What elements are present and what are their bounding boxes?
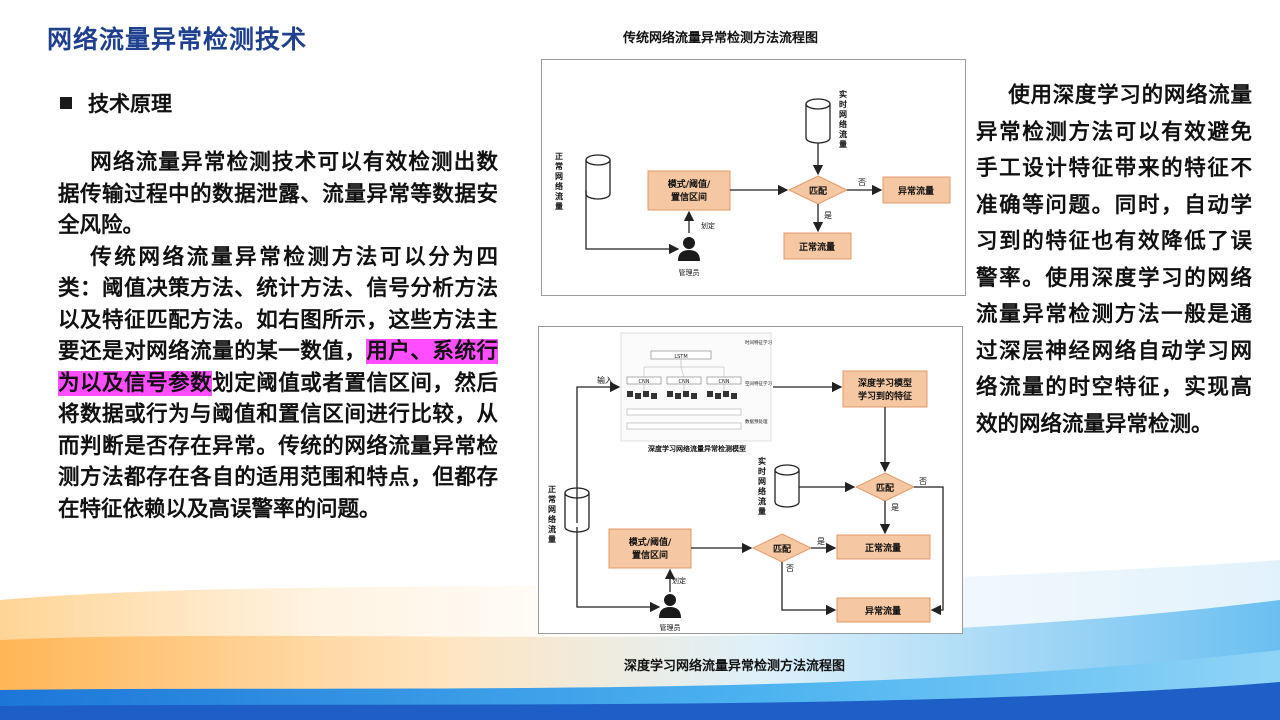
fig2-no-upper-label: 否 (919, 477, 927, 486)
fig2-admin-label: 管理员 (660, 623, 681, 632)
dl-cnn-label-1: CNN (639, 379, 650, 385)
fig2-admin-person-icon (659, 594, 681, 618)
fig2-model-box (608, 528, 692, 569)
fig2-normal-db-label-1: 正 (548, 485, 556, 494)
fig1-normal-db-label-3: 网 (555, 172, 563, 181)
figure2-panel: LSTM CNN CNN CNN 时间特征学习 (538, 326, 963, 634)
normal-traffic-database-icon (585, 154, 611, 200)
fig2-realtime-db-label-3: 网 (758, 477, 766, 486)
paragraph-1: 网络流量异常检测技术可以有效检测出数据传输过程中的数据泄露、流量异常等数据安全风… (58, 150, 498, 238)
right-body-text: 使用深度学习的网络流量异常检测方法可以有效避免手工设计特征带来的特征不准确等问题… (976, 83, 1252, 437)
fig2-normal-db-label-2: 常 (548, 494, 556, 504)
fig2-realtime-db-label-6: 量 (758, 506, 766, 516)
fig2-match-upper-label: 匹配 (876, 483, 894, 494)
fig2-normal-db-label-3: 网 (548, 505, 556, 514)
fig1-realtime-db-label-2: 时 (839, 99, 847, 109)
figure1-panel: 正 常 网 络 流 量 实 时 网 络 流 量 模式/阈值/ 置信区间 匹配 异… (541, 59, 966, 296)
fig2-yes-upper-label: 是 (891, 503, 899, 512)
dl-model-caption: 深度学习网络流量异常检测模型 (648, 444, 746, 453)
fig1-normal-db-label-5: 流 (555, 191, 563, 201)
fig1-yes-label: 是 (824, 211, 832, 220)
fig1-no-label: 否 (858, 178, 866, 187)
dl-model-label-preprocess: 数据预处理 (745, 418, 768, 425)
fig1-model-box-line2: 置信区间 (671, 191, 707, 203)
fig1-model-box-line1: 模式/阈值/ (668, 178, 711, 190)
dl-model-label-spatial: 空间特征学习 (745, 380, 772, 387)
fig1-admin-label: 管理员 (679, 268, 700, 277)
fig2-abnormal-label: 异常流量 (865, 605, 901, 617)
fig2-realtime-db-label-5: 流 (758, 496, 766, 506)
fig2-define-label: 划定 (672, 576, 686, 585)
fig2-normal-db-label-4: 络 (548, 514, 556, 524)
fig2-model-box-line2: 置信区间 (632, 549, 668, 561)
figure2-caption: 深度学习网络流量异常检测方法流程图 (624, 659, 846, 674)
dl-lstm-label: LSTM (674, 354, 687, 360)
fig1-realtime-db-label-4: 络 (839, 119, 847, 129)
fig1-realtime-db-label-1: 实 (839, 89, 847, 99)
figure1-diagram: 正 常 网 络 流 量 实 时 网 络 流 量 模式/阈值/ 置信区间 匹配 异… (555, 89, 951, 277)
fig2-realtime-db-label-4: 络 (758, 486, 766, 496)
dl-model-figure: LSTM CNN CNN CNN 时间特征学习 (620, 332, 772, 442)
dl-model-label-temporal: 时间特征学习 (745, 339, 772, 346)
page-title: 网络流量异常检测技术 (47, 25, 308, 54)
paragraph-2: 传统网络流量异常检测方法可以分为四类：阈值决策方法、统计方法、信号分析方法以及特… (58, 242, 498, 526)
fig1-match-label: 匹配 (809, 186, 827, 197)
left-body-text: 网络流量异常检测技术可以有效检测出数据传输过程中的数据泄露、流量异常等数据安全风… (58, 147, 498, 525)
fig1-abnormal-label: 异常流量 (898, 185, 934, 197)
fig1-admin-person-icon (678, 237, 700, 261)
fig2-yes-lower-label: 是 (817, 537, 825, 546)
fig2-normal-label: 正常流量 (865, 542, 901, 554)
fig1-normal-label: 正常流量 (799, 241, 835, 253)
dl-cnn-label-3: CNN (719, 379, 730, 385)
fig1-realtime-db-label-5: 流 (839, 129, 847, 139)
fig2-model-box-line1: 模式/阈值/ (629, 536, 672, 548)
figure1-caption: 传统网络流量异常检测方法流程图 (623, 31, 819, 46)
fig2-input-label: 输入 (597, 375, 613, 385)
fig1-model-box (647, 170, 731, 211)
fig2-realtime-db-label-1: 实 (758, 456, 766, 466)
fig2-realtime-traffic-database-icon (774, 464, 800, 508)
fig2-dl-feature-line2: 学习到的特征 (858, 390, 912, 402)
figure2-diagram: LSTM CNN CNN CNN 时间特征学习 (548, 332, 944, 632)
dl-cnn-label-2: CNN (679, 379, 690, 385)
section-heading: 技术原理 (60, 88, 172, 118)
square-bullet-icon (60, 97, 72, 109)
fig2-no-lower-label: 否 (786, 564, 794, 573)
fig1-normal-db-label-1: 正 (555, 152, 563, 161)
fig2-normal-db-label-5: 流 (548, 524, 556, 534)
section-heading-label: 技术原理 (88, 92, 172, 116)
fig1-realtime-db-label-6: 量 (839, 139, 847, 149)
realtime-traffic-database-icon (805, 98, 831, 144)
fig2-normal-box (836, 534, 931, 560)
fig1-normal-db-label-2: 常 (555, 161, 563, 171)
fig1-normal-db-label-4: 络 (555, 181, 563, 191)
fig2-realtime-db-label-2: 时 (758, 466, 766, 476)
fig1-normal-box (783, 232, 852, 260)
paragraph-2-before: 传统网络流量异常检测方法可以分为四类：阈值决策方法、统计方法、信号分析方法以及特… (58, 244, 498, 365)
fig1-define-label: 划定 (701, 221, 715, 230)
fig1-abnormal-box (882, 176, 951, 204)
fig2-abnormal-box (836, 597, 931, 623)
fig2-dl-feature-line1: 深度学习模型 (858, 377, 912, 389)
fig1-realtime-db-label-3: 网 (839, 110, 847, 119)
fig2-normal-db-label-6: 量 (548, 534, 556, 544)
fig2-match-lower-label: 匹配 (773, 544, 791, 555)
fig1-normal-db-label-6: 量 (555, 201, 563, 211)
paragraph-2-after: 划定阈值或者置信区间，然后将数据或行为与阈值和置信区间进行比较，从而判断是否存在… (58, 370, 498, 522)
